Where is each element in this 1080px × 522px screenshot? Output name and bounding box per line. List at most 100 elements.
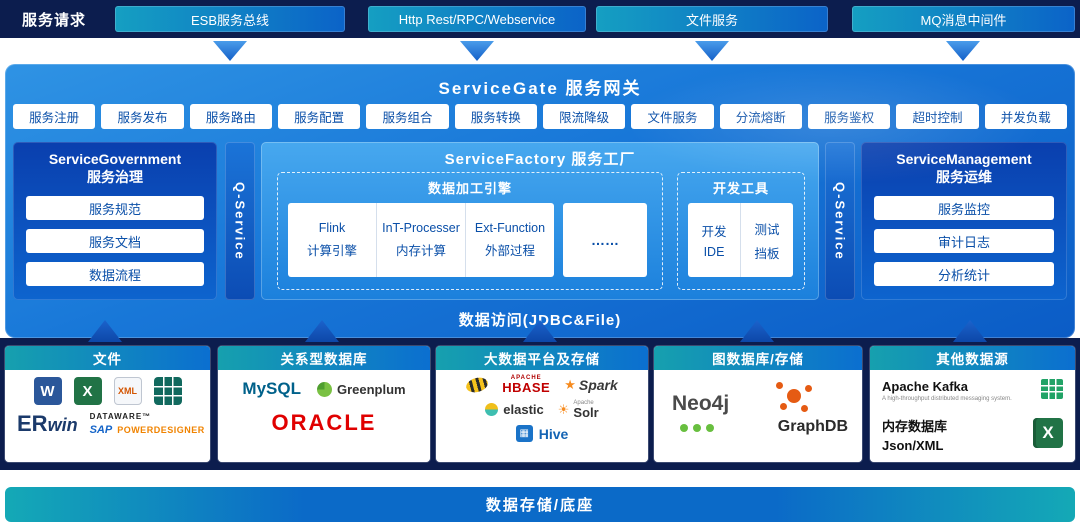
json-xml-label: Json/XML <box>882 438 944 453</box>
greenplum-logo: Greenplum <box>336 381 406 397</box>
xml-icon: XML <box>113 377 142 405</box>
hive-logo: Hive <box>538 425 569 442</box>
datasource-other-title: 其他数据源 <box>870 346 1075 370</box>
kafka-logo: Apache Kafka <box>882 379 968 394</box>
devtool-cell-mock: 测试 挡板 <box>740 203 793 277</box>
dev-tools-group: 开发工具 开发 IDE 测试 挡板 <box>677 172 805 290</box>
solr-apache-label: Apache <box>573 400 594 406</box>
hive-bee-icon <box>464 374 490 395</box>
channel-esb: ESB服务总线 <box>115 6 345 32</box>
service-factory-panel: ServiceFactory 服务工厂 数据加工引擎 Flink 计算引擎 In… <box>261 142 819 300</box>
file-type-icons: W X XML <box>5 370 210 405</box>
management-items: 服务监控 审计日志 分析统计 <box>874 196 1054 286</box>
datasource-panel-graph: 图数据库/存储 Neo4j GraphDB <box>654 346 862 462</box>
engine-cell-line2: 内存计算 <box>395 244 446 258</box>
service-gate-title: ServiceGate 服务网关 <box>438 79 642 98</box>
channel-http-rest: Http Rest/RPC/Webservice <box>368 6 586 32</box>
gateway-feature: 服务配置 <box>277 104 361 129</box>
governance-items: 服务规范 服务文档 数据流程 <box>26 196 204 286</box>
spark-star-icon: ★ <box>564 376 576 392</box>
datasource-bigdata-title: 大数据平台及存储 <box>436 346 648 370</box>
graphdb-logo: GraphDB <box>777 418 848 435</box>
graphdb-cluster-icon <box>776 382 812 412</box>
dev-tools-title: 开发工具 <box>712 181 769 196</box>
governance-item: 服务文档 <box>26 229 204 253</box>
elastic-logo: elastic <box>503 402 544 417</box>
data-engine-group: 数据加工引擎 Flink 计算引擎 InT-Processer 内存计算 Ext… <box>277 172 663 290</box>
gateway-feature: 服务发布 <box>101 104 184 129</box>
channel-mq: MQ消息中间件 <box>852 6 1075 32</box>
service-request-bar: 服务请求 ESB服务总线 Http Rest/RPC/Webservice 文件… <box>0 0 1080 38</box>
datasource-panel-files: 文件 W X XML ERwin DATAWARE™ SAP POWERDESI… <box>5 346 210 462</box>
word-icon: W <box>33 377 62 405</box>
hive-doc-icon <box>515 425 533 442</box>
devtool-cell-line1: 测试 <box>754 222 780 237</box>
down-arrow-icon <box>460 41 494 61</box>
dataware-logo: DATAWARE™ <box>89 412 152 421</box>
engine-cell-more: …… <box>563 203 647 277</box>
excel-icon: X <box>73 377 102 405</box>
down-arrow-icon <box>213 41 247 61</box>
service-management-panel: ServiceManagement 服务运维 服务监控 审计日志 分析统计 <box>861 142 1067 300</box>
engine-cell-ext-function: Ext-Function 外部过程 <box>465 203 554 277</box>
kafka-tagline: A high-throughput distributed messaging … <box>882 396 1012 402</box>
q-service-bar-right: Q-Service <box>825 142 855 300</box>
archive-table-icon <box>153 377 182 405</box>
service-gate-panel: ServiceGate 服务网关 服务注册 服务发布 服务路由 服务配置 服务组… <box>5 64 1075 338</box>
service-government-panel: ServiceGovernment 服务治理 服务规范 服务文档 数据流程 <box>13 142 217 300</box>
governance-item: 服务规范 <box>26 196 204 220</box>
gateway-feature: 服务注册 <box>13 104 96 129</box>
engine-cell-line2: 计算引擎 <box>306 244 357 258</box>
devtool-cells: 开发 IDE 测试 挡板 <box>688 203 793 277</box>
q-service-bar-left: Q-Service <box>225 142 255 300</box>
service-factory-title: ServiceFactory 服务工厂 <box>444 151 636 168</box>
devtool-cell-line2: 挡板 <box>754 246 780 261</box>
service-management-title-en: ServiceManagement <box>896 151 1032 167</box>
data-access-label: 数据访问(JDBC&File) <box>5 309 1075 330</box>
gateway-feature: 分流熔断 <box>719 104 802 129</box>
erwin-er: ER <box>17 411 48 436</box>
greenplum-icon <box>316 381 332 397</box>
gateway-feature: 限流降级 <box>542 104 626 129</box>
gateway-feature: 超时控制 <box>896 104 979 129</box>
erwin-logo: ERwin <box>17 413 78 435</box>
powerdesigner-logo: POWERDESIGNER <box>117 425 205 435</box>
engine-cell-line1: Flink <box>318 221 346 235</box>
gateway-feature: 并发负载 <box>984 104 1067 129</box>
devtool-cell-line2: IDE <box>703 245 725 259</box>
datasource-relational-title: 关系型数据库 <box>218 346 430 370</box>
neo4j-graph-icon <box>680 424 714 432</box>
service-government-title-cn: 服务治理 <box>87 169 143 185</box>
elastic-icon <box>485 403 499 416</box>
gateway-feature: 服务路由 <box>189 104 272 129</box>
gateway-feature: 服务转换 <box>454 104 537 129</box>
service-management-title-cn: 服务运维 <box>936 169 992 185</box>
devtool-cell-ide: 开发 IDE <box>688 203 740 277</box>
management-item: 审计日志 <box>874 229 1054 253</box>
solr-logo: Solr <box>573 405 599 420</box>
engine-cell-flink: Flink 计算引擎 <box>288 203 376 277</box>
gateway-feature: 服务组合 <box>366 104 449 129</box>
down-arrow-icon <box>946 41 980 61</box>
sap-logo: SAP <box>89 424 113 436</box>
neo4j-logo: Neo4j <box>672 392 730 415</box>
gateway-feature-row: 服务注册 服务发布 服务路由 服务配置 服务组合 服务转换 限流降级 文件服务 … <box>13 104 1067 129</box>
table-grid-icon <box>1041 379 1063 399</box>
gateway-feature: 服务鉴权 <box>807 104 891 129</box>
management-item: 服务监控 <box>874 196 1054 220</box>
hbase-apache-label: APACHE <box>510 375 542 381</box>
solr-sun-icon: ☀ <box>557 401 570 417</box>
service-request-label: 服务请求 <box>22 11 87 29</box>
down-arrow-icon <box>695 41 729 61</box>
storage-base-bar: 数据存储/底座 <box>5 487 1075 522</box>
engine-cell-line1: Ext-Function <box>474 221 546 235</box>
engine-cell-int-processer: InT-Processer 内存计算 <box>376 203 465 277</box>
governance-item: 数据流程 <box>26 262 204 286</box>
oracle-logo: ORACLE <box>271 410 377 435</box>
datasource-panel-bigdata: 大数据平台及存储 APACHE HBASE ★ Spark <box>436 346 648 462</box>
engine-cell-line2: 外部过程 <box>484 244 535 258</box>
excel-icon: X <box>1033 418 1063 448</box>
hbase-logo: HBASE <box>502 380 551 395</box>
engine-cell-line1: InT-Processer <box>382 221 460 235</box>
service-government-title: ServiceGovernment 服务治理 <box>13 142 217 186</box>
